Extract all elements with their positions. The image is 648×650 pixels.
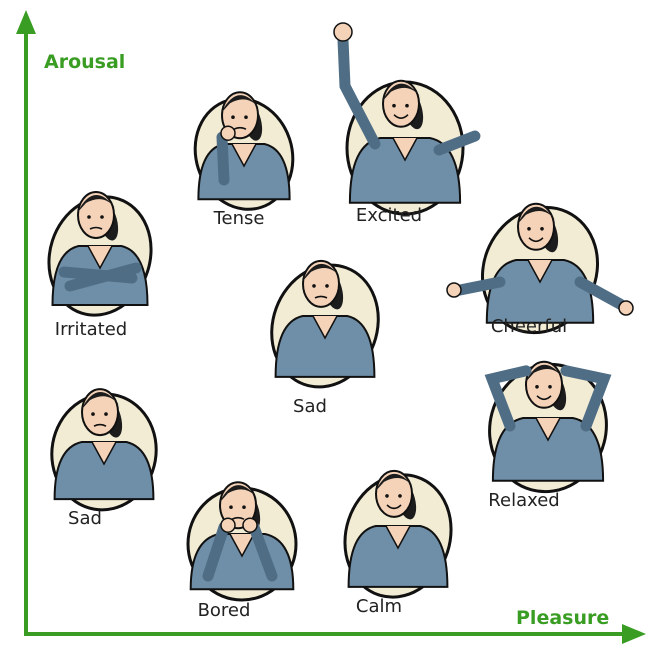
eye xyxy=(405,104,409,108)
hand xyxy=(221,126,235,140)
y-axis-label: Arousal xyxy=(44,51,125,73)
figure-head-down xyxy=(43,386,166,518)
open-arm-left xyxy=(460,282,500,290)
x-axis-arrow xyxy=(622,624,646,644)
hand xyxy=(619,301,633,315)
hand xyxy=(447,283,461,297)
eye xyxy=(100,215,104,219)
label-tense: Tense xyxy=(169,208,309,229)
label-bored: Bored xyxy=(154,600,294,621)
figure-arms-crossed xyxy=(34,183,166,328)
y-axis-arrow xyxy=(16,10,36,34)
label-excited: Excited xyxy=(319,205,459,226)
hand xyxy=(221,518,235,532)
eye xyxy=(312,284,316,288)
figure-arm-raised xyxy=(334,23,475,214)
eye xyxy=(398,494,402,498)
figure-hands-behind-head xyxy=(475,351,620,505)
eye xyxy=(87,215,91,219)
figure-neutral-smile xyxy=(329,461,466,611)
eye xyxy=(385,494,389,498)
label-cheerful: Cheerful xyxy=(459,316,599,337)
label-relaxed: Relaxed xyxy=(454,490,594,511)
figure-hand-on-chin xyxy=(181,86,307,222)
eye xyxy=(527,227,531,231)
eye xyxy=(244,115,248,119)
eye xyxy=(535,385,539,389)
eye xyxy=(104,412,108,416)
label-irritated: Irritated xyxy=(21,319,161,340)
figure-chin-on-hands xyxy=(188,482,296,600)
arm-to-chin xyxy=(222,137,224,180)
eye xyxy=(548,385,552,389)
eye xyxy=(392,104,396,108)
x-axis-label: Pleasure xyxy=(516,607,609,629)
label-sad-left: Sad xyxy=(15,508,155,529)
eye xyxy=(242,505,246,509)
eye xyxy=(325,284,329,288)
eye xyxy=(229,505,233,509)
hand xyxy=(243,518,257,532)
eye xyxy=(540,227,544,231)
label-calm: Calm xyxy=(309,596,449,617)
hand xyxy=(334,23,352,41)
label-sad-center: Sad xyxy=(240,396,380,417)
figure-neutral xyxy=(255,250,395,402)
eye xyxy=(231,115,235,119)
eye xyxy=(91,412,95,416)
